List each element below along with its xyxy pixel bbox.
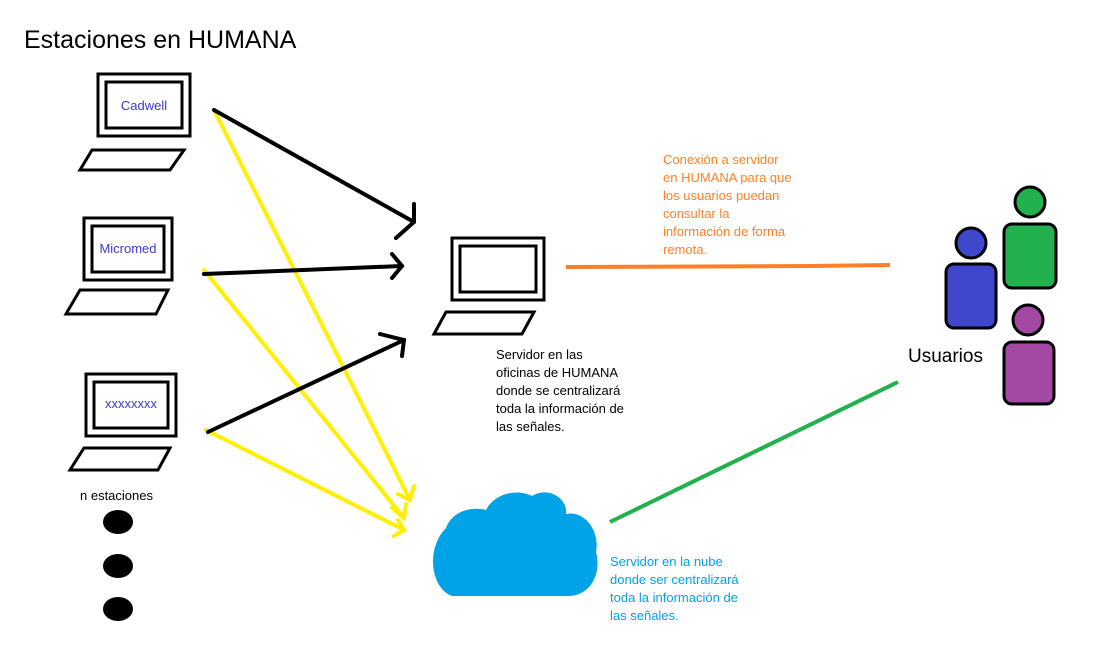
person-icon-blue: [944, 226, 998, 330]
person-icon-purple: [1002, 303, 1056, 406]
users-label: Usuarios: [908, 346, 983, 367]
server-label: Servidor en las oficinas de HUMANA donde…: [496, 347, 624, 434]
laptop-icon-server: [431, 236, 546, 336]
ellipsis-dot: [103, 510, 133, 534]
ellipsis-dots: [103, 510, 133, 621]
laptop-icon-cadwell: [77, 72, 192, 172]
yellow-arrows: [202, 108, 416, 538]
laptop-icon-micromed: [63, 216, 174, 316]
laptop-icon-xxxxxxxx: [67, 372, 178, 472]
cloud-label: Servidor en la nube donde ser centraliza…: [610, 554, 739, 623]
station-label-cadwell: Cadwell: [120, 98, 168, 113]
black-arrows: [202, 108, 416, 434]
ellipsis-dot: [103, 597, 133, 621]
person-icon-green: [1002, 185, 1058, 290]
ellipsis-dot: [103, 554, 133, 578]
n-stations-label: n estaciones: [80, 488, 153, 503]
cloud-icon: [433, 492, 598, 596]
page-title: Estaciones en HUMANA: [24, 26, 297, 54]
station-label-micromed: Micromed: [99, 241, 157, 256]
station-label-xxxxxxxx: xxxxxxxx: [105, 396, 157, 411]
orange-connection-line: [565, 263, 891, 269]
connection-label: Conexión a servidor en HUMANA para que l…: [663, 152, 792, 257]
green-connection-line: [609, 380, 899, 524]
